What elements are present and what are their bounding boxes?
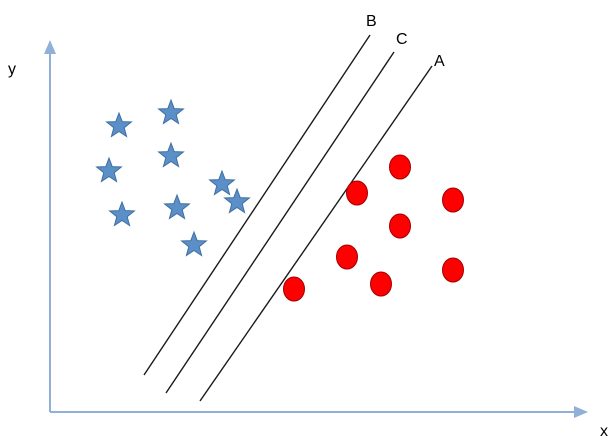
circle-point [370, 271, 392, 297]
star-point [157, 141, 185, 168]
circle-point [442, 257, 464, 283]
star-point [180, 230, 208, 257]
y-axis-label: y [8, 61, 16, 78]
line-b-label: B [366, 13, 377, 30]
star-points [95, 98, 251, 257]
line-c-label: C [396, 31, 408, 48]
star-point [223, 187, 251, 214]
line-c [165, 51, 395, 394]
line-a [199, 65, 433, 402]
x-axis-arrow [574, 406, 588, 418]
circle-points [283, 154, 464, 302]
y-axis-arrow [44, 40, 56, 54]
circle-point [389, 213, 411, 239]
star-point [163, 193, 191, 220]
star-point [108, 200, 136, 227]
star-point [95, 156, 123, 183]
circle-point [283, 276, 305, 302]
star-point [208, 169, 236, 196]
circle-point [389, 154, 411, 180]
circle-point [442, 187, 464, 213]
circle-point [336, 244, 358, 270]
line-b [143, 34, 371, 376]
star-point [157, 98, 185, 125]
x-axis-label: x [600, 423, 608, 440]
circle-point [346, 180, 368, 206]
star-point [105, 111, 133, 138]
line-a-label: A [434, 53, 445, 70]
